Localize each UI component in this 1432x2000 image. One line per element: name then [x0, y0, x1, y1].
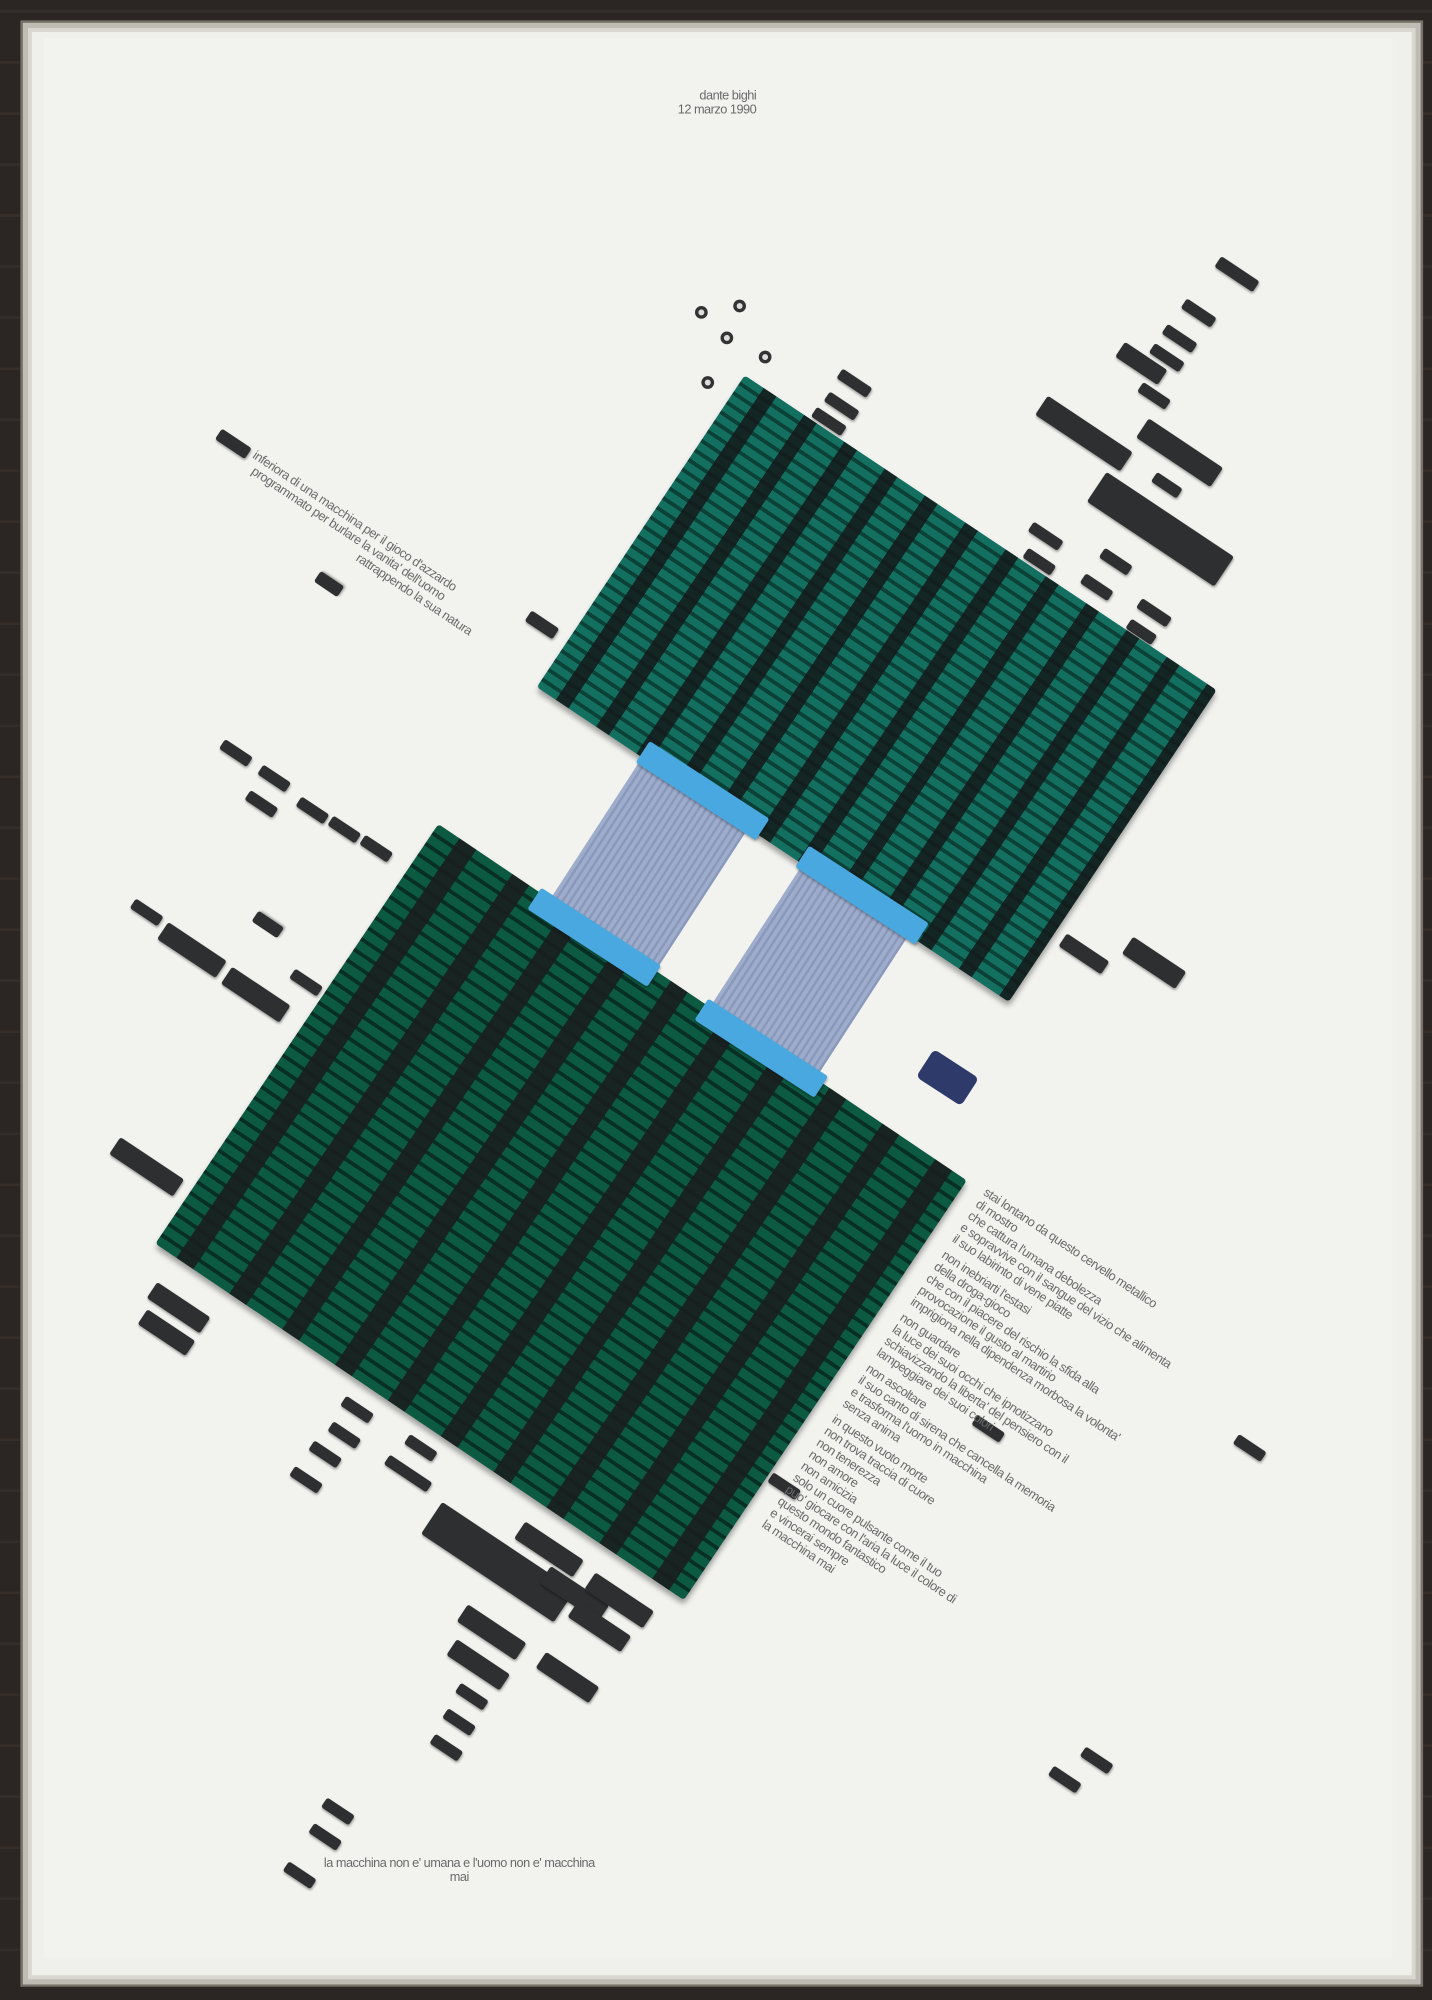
author-name: dante bighi — [699, 89, 757, 104]
date: 12 marzo 1990 — [677, 103, 757, 118]
capacitor — [701, 376, 715, 389]
footer-caption: la macchina non e' umana e l'uomo non e'… — [324, 1857, 595, 1885]
footer-line-2: mai — [449, 1870, 470, 1885]
capacitor — [733, 299, 746, 313]
capacitor — [694, 306, 708, 319]
header: dante bighi 12 marzo 1990 — [654, 89, 757, 118]
capacitor — [758, 350, 772, 364]
footer-line-1: la macchina non e' umana e l'uomo non e'… — [323, 1856, 595, 1871]
capacitor — [720, 331, 734, 345]
